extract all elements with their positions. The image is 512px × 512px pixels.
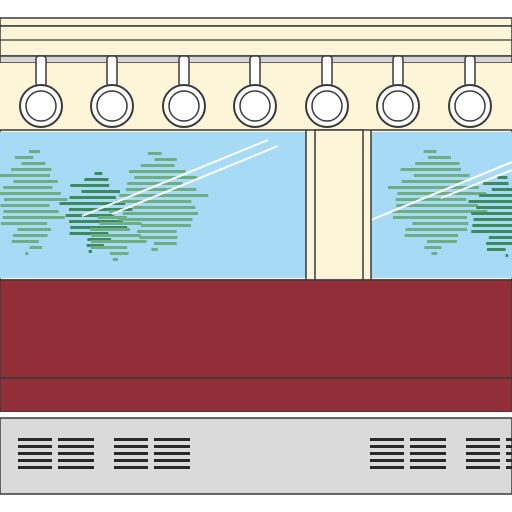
window-right xyxy=(371,132,512,278)
hanging-handle xyxy=(233,55,277,128)
ceiling-trim xyxy=(0,17,512,27)
hanging-handle xyxy=(19,55,63,128)
hanging-handle xyxy=(448,55,492,128)
heater-panel xyxy=(0,417,512,495)
hanging-handle xyxy=(90,55,134,128)
seat-gap xyxy=(0,412,512,418)
window-left-glare xyxy=(81,139,279,217)
tree xyxy=(59,172,133,253)
hanging-handle xyxy=(376,55,420,128)
hanging-handle xyxy=(162,55,206,128)
window-band xyxy=(0,129,512,281)
window-pillar xyxy=(314,129,364,281)
window-left-trees xyxy=(0,150,209,261)
window-right-glare xyxy=(371,161,512,221)
ceiling-panel xyxy=(0,25,512,57)
window-left xyxy=(0,132,306,278)
window-right-trees xyxy=(387,150,512,257)
tree xyxy=(116,152,209,251)
hanging-handle xyxy=(305,55,349,128)
tree xyxy=(387,150,488,255)
tree xyxy=(468,176,512,257)
tree xyxy=(89,210,147,261)
vent-group xyxy=(18,438,94,469)
seat-cushion xyxy=(0,377,512,413)
heater-vents xyxy=(18,438,512,469)
tree xyxy=(0,150,68,255)
heater-panel-body xyxy=(0,417,512,495)
seat xyxy=(0,279,512,418)
seat-back xyxy=(0,279,512,379)
hanging-handles xyxy=(19,55,492,128)
vent-group xyxy=(114,438,190,469)
vent-group xyxy=(466,438,512,469)
vent-group xyxy=(370,438,446,469)
